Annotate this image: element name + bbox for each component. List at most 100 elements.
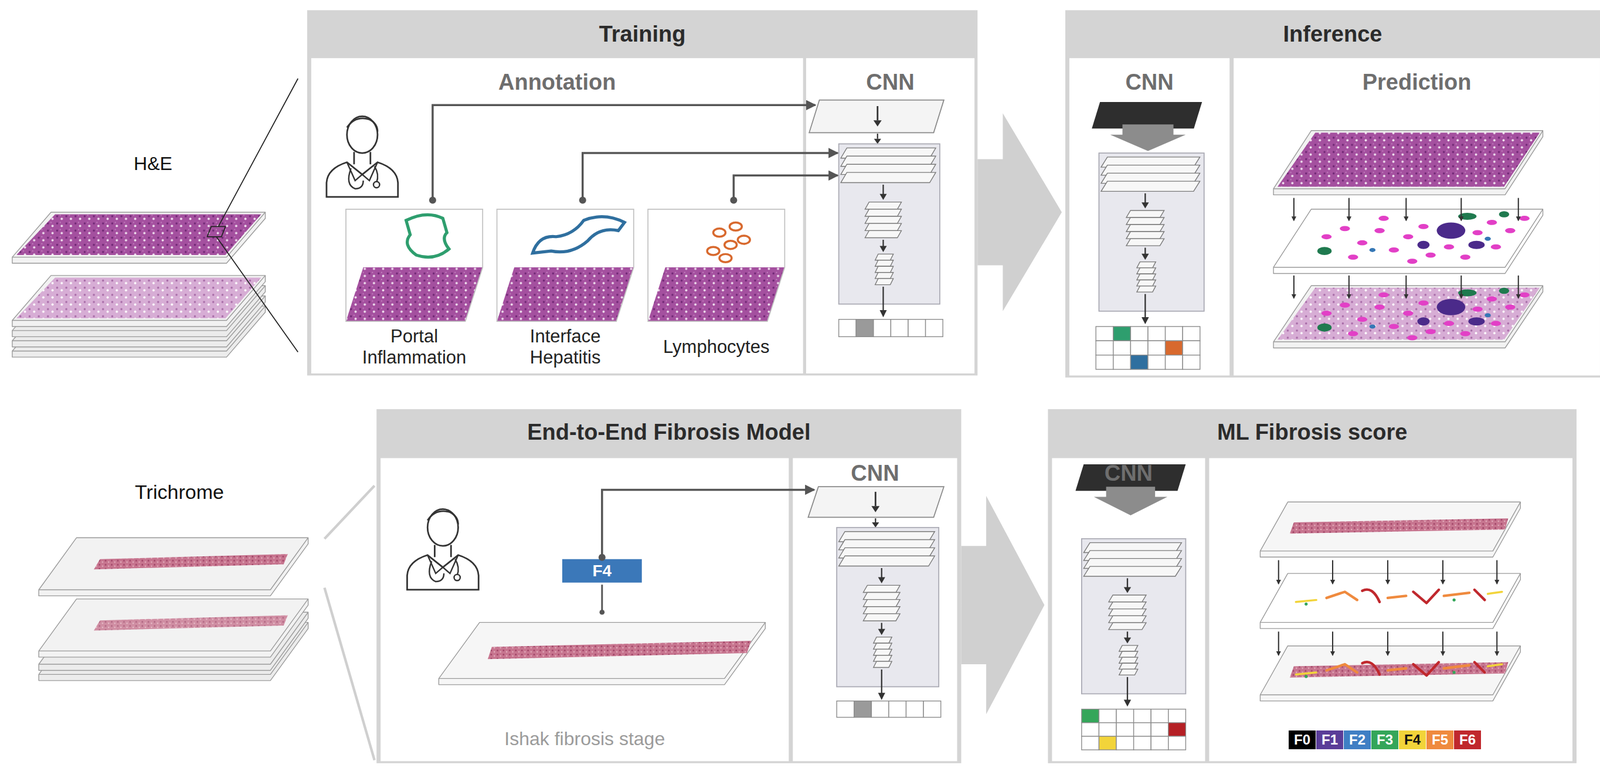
cnn-illustration [1113,355,1131,370]
prediction-slides [1369,236,1491,253]
fibrosis-score-slides [1259,501,1521,557]
prediction-slides [1460,198,1462,221]
cnn-illustration [873,319,892,338]
node-fill [380,457,789,762]
fibrosis-score-slides [1474,589,1485,600]
fibrosis-score-slides [1295,599,1317,602]
node-text: Ishak fibrosis stage [380,721,789,756]
prediction-slides [1357,240,1368,246]
node-text: Portal Inflammation [345,322,483,372]
block-arrow [977,113,1062,312]
prediction-slides [1293,198,1295,221]
cnn-illustration [809,100,944,134]
prediction-slides [1293,275,1295,298]
trichrome-slide-stack [38,612,308,665]
he-slide-stack [216,236,298,353]
prediction-slides [1347,254,1358,260]
stage-label-box: F4 [562,559,642,583]
prediction-slides [1317,211,1510,256]
annotation-card-art [724,240,737,250]
prediction-slides [1388,247,1399,253]
node-fill [792,457,957,762]
sub-panel: CNN [1069,58,1230,376]
prediction-slides [1418,223,1429,230]
fibrosis-score-slides [1496,559,1498,584]
trichrome-slide-stack [93,554,288,570]
node-fill [376,409,961,764]
fibrosis-score-slides [1496,631,1498,655]
node-text: Lymphocytes [647,322,785,372]
cnn-illustration [1147,326,1166,341]
node-fill [497,202,634,372]
prediction-slides [1339,226,1350,232]
cnn-illustration [1130,340,1148,355]
fibrosis-score-slides [1289,518,1508,534]
cnn-illustration [1110,124,1187,151]
cnn-illustration [1182,326,1201,341]
legend-text: F6 [1454,730,1481,750]
annotation-card: Portal Inflammation [345,202,483,372]
node-text: Inference [1065,9,1600,60]
cnn-illustration [1116,709,1134,723]
cnn-illustration [838,319,944,338]
connector-arrow [432,104,816,202]
cnn-illustration [1165,355,1184,370]
connector-arrow [582,153,838,203]
block-arrow [960,496,1045,715]
trichrome-slide-stack [38,622,308,675]
cnn-illustration [1133,736,1152,750]
node-text: Training [307,9,978,60]
fibrosis-score-slides [1259,646,1521,696]
prediction-slides [1407,258,1418,264]
cnn-illustration [888,701,907,718]
annotation-card-art [707,222,750,263]
node-text: CNN [1051,457,1205,489]
cnn-illustration [836,701,855,718]
he-slide-stack [16,213,262,256]
prediction-slides [1517,198,1520,221]
prediction-slides [1403,233,1413,240]
annotation-card-art [713,228,726,237]
cnn-illustration [890,319,909,338]
node-fill [647,202,785,372]
prediction-slides [1405,198,1407,221]
cnn-illustration [1150,709,1169,723]
fibrosis-score-slides [1304,602,1308,606]
prediction-slides [1460,275,1462,298]
node-fill [1051,457,1205,762]
connector-dot [579,196,587,205]
legend-item: F0 [1288,730,1316,750]
cnn-illustration [1147,340,1166,355]
node-text: F4 [562,559,642,583]
prediction-slides [1348,198,1350,221]
fibrosis-slide [438,622,766,679]
trichrome-slide-stack [38,612,308,671]
annotation-card: Interface Hepatitis [497,202,634,372]
he-slide-stack [12,275,266,321]
fibrosis-score-slides [1332,631,1334,655]
fibrosis-slide [600,584,603,613]
cnn-illustration [1133,722,1152,737]
cnn-illustration [1168,722,1187,737]
annotation-card-art [345,209,483,322]
node-fill [562,559,642,583]
prediction-slides [1460,254,1471,260]
cnn-illustration [1091,102,1204,370]
cnn-illustration [1165,326,1184,341]
prediction-slides [1378,215,1389,222]
cnn-illustration [871,522,879,528]
fibrosis-score-slides [1444,592,1470,596]
node-fill [345,202,483,372]
node-text: CNN [792,457,957,489]
legend-item: F2 [1343,730,1371,750]
he-slide-stack [12,296,266,348]
cnn-illustration [874,138,882,145]
legend-text: F0 [1288,730,1316,750]
fibrosis-score-slides [1295,589,1503,606]
prediction-slides [1273,130,1543,349]
node-fill [1065,9,1600,378]
legend-text: F5 [1426,730,1454,750]
prediction-slides [1468,240,1485,250]
